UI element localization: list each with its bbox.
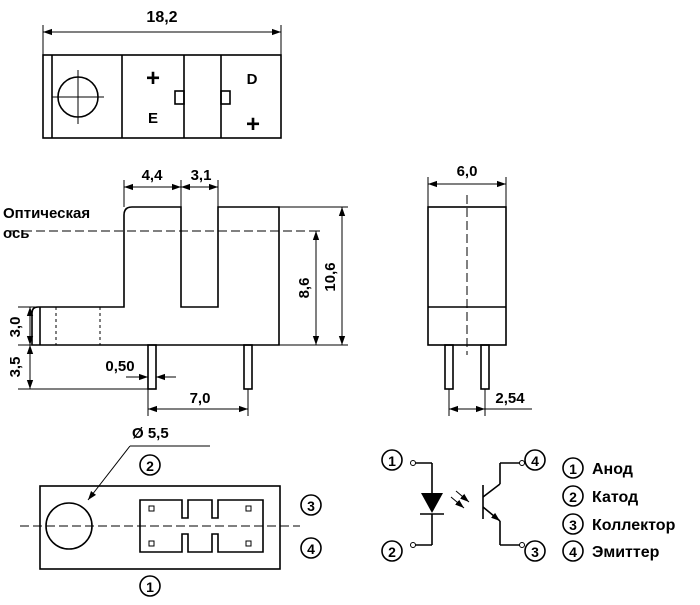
height-total-dim-label: 10,6 [322, 262, 339, 291]
optical-axis-label-line2: ось [3, 225, 30, 242]
front-view-body [31, 206, 280, 346]
svg-text:1: 1 [388, 453, 396, 469]
height-axis-dim-label: 8,6 [296, 278, 313, 299]
detector-window [220, 90, 231, 105]
pin-2-badge-bottom: 2 [139, 454, 161, 476]
emitter-label: E [148, 110, 158, 127]
slot-width-dim-label: 3,1 [191, 167, 212, 184]
schematic: 1 2 4 3 [381, 449, 546, 562]
step-height-dim-label: 3,0 [7, 317, 24, 338]
svg-text:3: 3 [569, 517, 577, 533]
bottom-view: Ø 5,5 2 3 4 1 [20, 425, 322, 597]
svg-text:Анод: Анод [592, 461, 633, 478]
schematic-pin-1: 1 [381, 449, 403, 471]
legend-item-emitter: 4 Эмиттер [562, 540, 660, 562]
schematic-pin-2: 2 [381, 540, 403, 562]
mounting-hole-bottom [45, 502, 93, 550]
emitter-window [174, 90, 185, 105]
top-view-body [42, 54, 282, 139]
schematic-pin-4: 4 [524, 449, 546, 471]
legend-item-cathode: 2 Катод [562, 485, 638, 507]
pin-length-dim-label: 3,5 [7, 357, 24, 378]
slot-left-dim-label: 4,4 [142, 167, 164, 184]
optical-axis-label-line1: Оптическая [3, 205, 90, 222]
front-pin-left [147, 344, 157, 390]
svg-text:2: 2 [146, 458, 154, 474]
legend-item-anode: 1 Анод [562, 457, 633, 479]
top-view: 18,2 + E D + [42, 9, 282, 139]
detector-plus-mark: + [246, 111, 260, 138]
side-pin-right [480, 344, 490, 390]
side-pin-left [444, 344, 454, 390]
led-symbol [410, 460, 444, 548]
svg-text:4: 4 [531, 453, 539, 469]
side-width-dim-label: 6,0 [457, 163, 478, 180]
pin-3-badge-bottom: 3 [300, 494, 322, 516]
svg-text:1: 1 [569, 461, 577, 477]
side-view: 6,0 2,54 [427, 163, 532, 416]
svg-text:4: 4 [307, 541, 315, 557]
legend-item-collector: 3 Коллектор [562, 513, 676, 535]
svg-text:2: 2 [569, 489, 577, 505]
bottom-view-body [39, 485, 281, 570]
overall-width-label: 18,2 [146, 9, 177, 26]
phototransistor-symbol [482, 460, 525, 548]
svg-text:4: 4 [569, 544, 577, 560]
pin-width-dim-label: 0,50 [105, 358, 134, 375]
pin-4-badge-bottom: 4 [300, 537, 322, 559]
svg-text:Эмиттер: Эмиттер [592, 544, 660, 561]
pin-legend: 1 Анод 2 Катод 3 Коллектор 4 Эмиттер [562, 457, 676, 562]
light-emission-arrows [450, 490, 470, 509]
svg-text:3: 3 [307, 498, 315, 514]
hole-leader-line [87, 445, 131, 501]
svg-text:2: 2 [388, 544, 396, 560]
front-pin-right [243, 344, 253, 390]
front-view: Оптическая ось 4,4 3,1 8,6 10,6 3,0 3,5 … [3, 167, 348, 416]
pin-spacing-dim-label: 7,0 [190, 390, 211, 407]
pin-1-badge-bottom: 1 [139, 575, 161, 597]
detector-label: D [247, 71, 258, 88]
svg-text:Катод: Катод [592, 489, 638, 506]
svg-text:3: 3 [531, 544, 539, 560]
mounting-hole-top [52, 70, 104, 124]
emitter-plus-mark: + [146, 65, 160, 92]
pin-pad-block [139, 499, 264, 553]
svg-text:Коллектор: Коллектор [592, 517, 676, 534]
schematic-pin-3: 3 [524, 540, 546, 562]
svg-text:1: 1 [146, 579, 154, 595]
hole-diameter-label: Ø 5,5 [132, 425, 169, 442]
pin-pitch-dim-label: 2,54 [495, 390, 525, 407]
